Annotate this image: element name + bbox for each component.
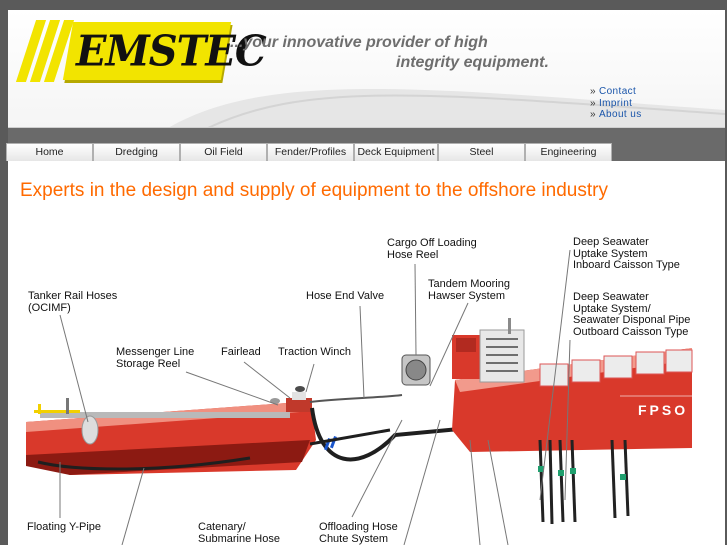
callout-line: Floating Y-Pipe [27,521,101,533]
callout-line: (OCIMF) [28,301,71,314]
window-top-border [0,0,727,10]
window-right-border [725,0,727,545]
callout-line: Hose Reel [387,248,439,261]
callout-line: Tanker Rail Hoses [28,290,118,302]
callout-line: Fairlead [221,346,261,358]
callout-line: Messenger Line [116,346,195,358]
chevron-right-icon: » [590,97,596,109]
callout-tanker-rail-hoses: Tanker Rail Hoses (OCIMF) [28,290,118,314]
tanker-ship [26,386,316,475]
callout-line: Tandem Mooring [428,278,510,290]
callout-line: Hawser System [428,289,506,302]
callout-messenger-line: Messenger Line Storage Reel [116,346,195,370]
logo-wordmark: EMSTEC [76,26,267,77]
callout-line: Chute System [319,532,389,545]
callout-fairlead: Fairlead [221,346,261,359]
chevron-right-icon: » [590,86,596,97]
tab-fender-profiles[interactable]: Fender/Profiles [267,143,354,161]
callout-line: Deep Seawater [573,236,649,248]
fpso-vessel: FPSO [401,318,693,452]
callout-hose-end-valve: Hose End Valve [306,290,385,303]
tab-home[interactable]: Home [6,143,93,161]
tab-engineering[interactable]: Engineering [525,143,612,161]
callout-line: Traction Winch [278,346,351,358]
site-header: EMSTEC ...your innovative provider of hi… [8,10,725,128]
callout-catenary: Catenary/ Submarine Hose [198,521,280,545]
tab-deck-equipment[interactable]: Deck Equipment [354,143,438,161]
chevron-right-icon: » [590,109,596,120]
tab-dredging[interactable]: Dredging [93,143,180,161]
callout-line: Inboard Caisson Type [573,259,680,271]
contact-link[interactable]: »Contact [590,86,642,98]
seawater-pipes [538,439,630,525]
floating-hose [37,456,251,471]
callout-leaders [59,249,571,545]
page-headline: Experts in the design and supply of equi… [20,180,608,201]
callout-line: Uptake System/ [573,302,651,315]
callout-line: Offloading Hose [319,521,398,533]
callout-line: Hose End Valve [306,290,385,302]
about-link[interactable]: »About us [590,109,642,121]
callout-line: Submarine Hose [198,532,280,545]
callout-tandem-mooring: Tandem Mooring Hawser System [428,278,510,302]
header-swoosh-graphic [169,89,725,127]
about-link-label[interactable]: About us [598,109,642,120]
catenary-hose [310,407,471,462]
callout-line: Seawater Disponal Pipe [573,314,691,326]
callout-line: Cargo Off Loading [387,237,477,249]
callout-line: Storage Reel [116,357,181,370]
tab-oil-field[interactable]: Oil Field [180,143,267,161]
callout-line: Deep Seawater [573,291,649,303]
callout-line: Catenary/ [198,521,246,533]
window-left-border [0,0,8,545]
callout-offloading-chute: Offloading Hose Chute System [319,521,398,545]
contact-link-label[interactable]: Contact [598,86,637,97]
callout-cargo-off-loading: Cargo Off Loading Hose Reel [387,237,477,261]
callout-traction-winch: Traction Winch [278,346,351,359]
imprint-link[interactable]: »Imprint [590,98,642,110]
fpso-hull-label: FPSO [638,402,688,418]
imprint-link-label[interactable]: Imprint [598,97,633,109]
utility-links: »Contact »Imprint »About us [590,86,642,121]
callout-deep-seawater-inboard: Deep Seawater Uptake System Inboard Cais… [573,236,680,272]
callout-line: Uptake System [573,247,648,260]
main-content [8,161,725,545]
tagline-line1: ...your innovative provider of high [230,34,488,51]
emstec-logo[interactable]: EMSTEC [15,20,267,90]
callout-deep-seawater-outboard: Deep Seawater Uptake System/ Seawater Di… [573,291,691,338]
callout-line: Outboard Caisson Type [573,325,689,338]
callout-floating-y-pipe: Floating Y-Pipe [27,521,101,534]
tagline-line2: integrity equipment. [396,54,549,71]
